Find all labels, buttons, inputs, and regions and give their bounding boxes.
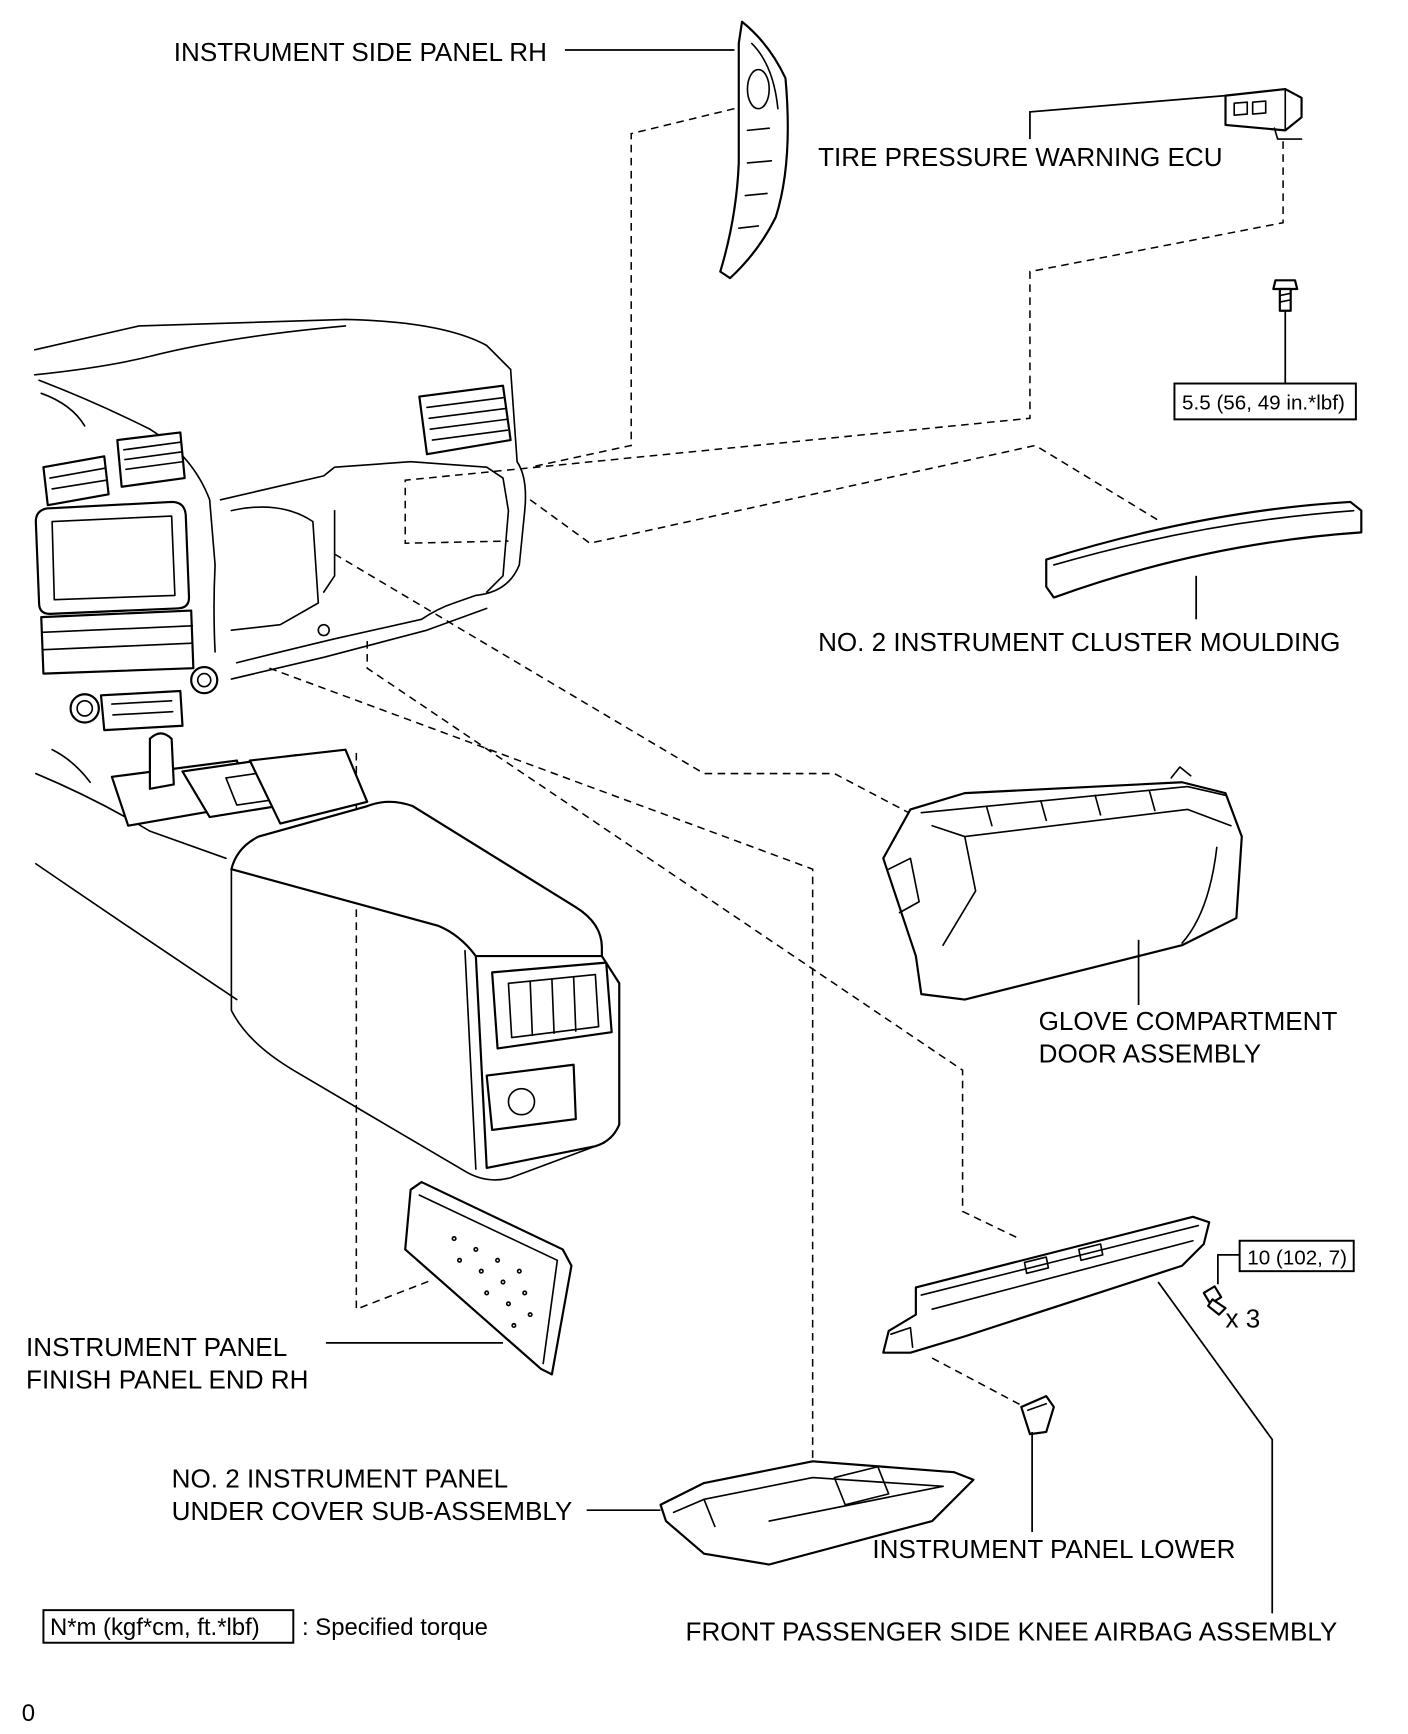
guide-finish-panel bbox=[355, 752, 433, 1311]
label-glove-door-line-1: GLOVE COMPARTMENT bbox=[1039, 1006, 1338, 1036]
torque-spec-ecu-bolt: 5.5 (56, 49 in.*lbf) bbox=[1173, 382, 1357, 421]
label-finish-panel-line-2: FINISH PANEL END RH bbox=[26, 1365, 308, 1395]
no2-instrument-panel-under-cover bbox=[659, 1460, 975, 1566]
label-no2-instrument-cluster-moulding: NO. 2 INSTRUMENT CLUSTER MOULDING bbox=[818, 627, 1340, 657]
airbag-bolt-quantity: x 3 bbox=[1226, 1304, 1261, 1334]
ecu-bolt bbox=[1272, 279, 1299, 312]
guide-side-panel bbox=[530, 107, 735, 468]
torque-airbag-bolt-text: 10 (102, 7) bbox=[1247, 1247, 1347, 1270]
label-under-cover-line-1: NO. 2 INSTRUMENT PANEL bbox=[172, 1463, 508, 1493]
guide-cluster-moulding bbox=[529, 444, 1161, 545]
tire-pressure-warning-ecu bbox=[1224, 88, 1303, 140]
legend-torque-unit: N*m (kgf*cm, ft.*lbf) bbox=[50, 1614, 260, 1641]
guide-under-cover bbox=[269, 667, 814, 1462]
footer-code: 0 bbox=[22, 1700, 35, 1727]
torque-legend: N*m (kgf*cm, ft.*lbf) : Specified torque bbox=[42, 1609, 488, 1644]
torque-ecu-bolt-text: 5.5 (56, 49 in.*lbf) bbox=[1182, 392, 1345, 415]
label-glove-door-line-2: DOOR ASSEMBLY bbox=[1039, 1039, 1262, 1069]
instrument-panel-finish-panel-end-rh bbox=[404, 1180, 573, 1376]
torque-spec-airbag-bolt: 10 (102, 7) bbox=[1238, 1239, 1355, 1273]
instrument-panel-drawing bbox=[33, 318, 621, 1181]
front-passenger-side-knee-airbag-assembly bbox=[882, 1215, 1211, 1354]
no2-instrument-cluster-moulding bbox=[1045, 500, 1363, 599]
instrument-panel-lower bbox=[1020, 1395, 1055, 1436]
glove-compartment-door-assembly bbox=[882, 766, 1243, 1001]
label-instrument-side-panel-rh: INSTRUMENT SIDE PANEL RH bbox=[174, 37, 547, 67]
guide-knee-airbag bbox=[366, 641, 1020, 1240]
guide-panel-lower bbox=[931, 1357, 1025, 1408]
knee-airbag-bolt bbox=[1202, 1285, 1227, 1316]
instrument-side-panel-rh bbox=[719, 20, 789, 280]
assembly-guide-lines bbox=[269, 107, 1284, 1462]
label-tire-pressure-warning-ecu: TIRE PRESSURE WARNING ECU bbox=[818, 142, 1222, 172]
label-under-cover-line-2: UNDER COVER SUB-ASSEMBLY bbox=[172, 1496, 573, 1526]
label-front-passenger-knee-airbag: FRONT PASSENGER SIDE KNEE AIRBAG ASSEMBL… bbox=[686, 1617, 1338, 1647]
label-instrument-panel-lower: INSTRUMENT PANEL LOWER bbox=[872, 1534, 1235, 1564]
guide-tpws-ecu bbox=[404, 141, 1284, 545]
legend-torque-description: : Specified torque bbox=[302, 1614, 488, 1641]
label-finish-panel-line-1: INSTRUMENT PANEL bbox=[26, 1332, 287, 1362]
label-leaders bbox=[325, 49, 1287, 1614]
guide-glove-door bbox=[334, 553, 938, 829]
